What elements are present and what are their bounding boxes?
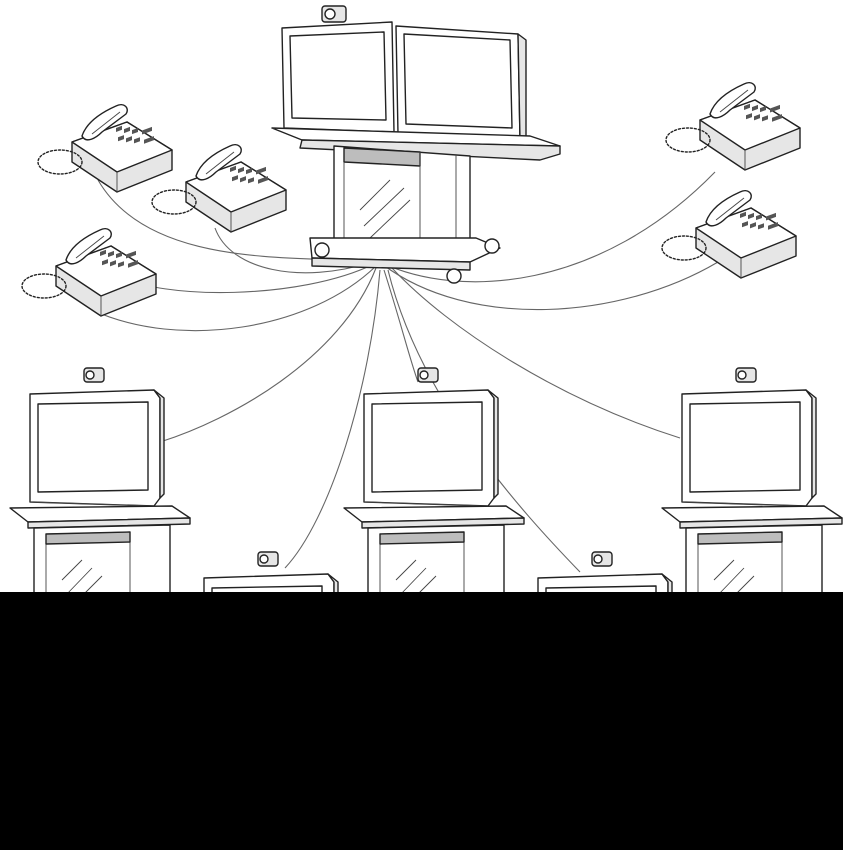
telephone-lower-right bbox=[662, 191, 796, 278]
wire-endpoint-center bbox=[384, 270, 418, 382]
endpoint-left bbox=[10, 368, 190, 630]
central-dual-monitor-cart bbox=[272, 6, 560, 283]
telephone-top-left bbox=[38, 105, 172, 192]
telephone-top-right bbox=[666, 83, 800, 170]
endpoint-center bbox=[344, 368, 524, 630]
endpoint-right bbox=[662, 368, 842, 630]
telephone-lower-left bbox=[22, 229, 156, 316]
wire-endpoint-left bbox=[160, 268, 376, 442]
redaction-block bbox=[0, 592, 843, 850]
